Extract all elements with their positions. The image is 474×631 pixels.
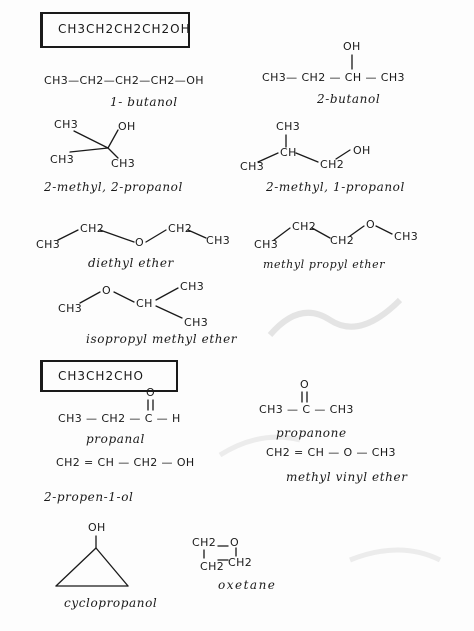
atom-o: O — [366, 218, 376, 231]
atom-ch2: CH2 — [330, 234, 355, 247]
atom-ch3: CH3 — [58, 302, 83, 315]
atom-o: O — [135, 236, 145, 249]
atom-ch2: CH2 — [228, 556, 253, 569]
atom-ch2: CH2 — [200, 560, 225, 573]
atom-ch3: CH3 — [206, 234, 231, 247]
name-cyclopropanol: cyclopropanol — [64, 596, 158, 610]
atom-ch2: CH2 — [292, 220, 317, 233]
atom-oh: OH — [353, 144, 371, 157]
atom-ch3: CH3 — [184, 316, 209, 329]
name-methyl-vinyl-ether: methyl vinyl ether — [286, 470, 408, 484]
atom-oh: OH — [118, 120, 136, 133]
atom-ch3: CH3 — [394, 230, 419, 243]
name-2-butanol: 2-butanol — [317, 92, 381, 106]
atom-ch3-top: CH3 — [276, 120, 301, 133]
atom-o: O — [230, 536, 240, 549]
atom-oh: OH — [88, 521, 106, 534]
structure-methyl-vinyl-ether: CH2 = CH — O — CH3 — [266, 446, 396, 459]
name-2-methyl-2-propanol: 2-methyl, 2-propanol — [44, 180, 183, 194]
atom-ch2: CH2 — [168, 222, 193, 235]
structure-2-butanol: CH3— CH2 — CH — CH3 — [262, 71, 405, 84]
atom-ch3-left: CH3 — [240, 160, 265, 173]
atom-o: O — [102, 284, 112, 297]
name-propanal: propanal — [86, 432, 145, 446]
name-oxetane: oxetane — [218, 578, 277, 592]
name-methyl-propyl-ether: methyl propyl ether — [263, 258, 386, 271]
structure-propanone: CH3 — C — CH3 — [259, 403, 354, 416]
substituent-oh-2-butanol: OH — [343, 40, 361, 53]
atom-ch2: CH2 — [320, 158, 345, 171]
atom-ch3: CH3 — [254, 238, 279, 251]
formula-box-c4h10o — [40, 12, 190, 48]
structure-propanal: CH3 — CH2 — C — H — [58, 412, 181, 425]
structure-2-propen-1-ol: CH2 = CH — CH2 — OH — [56, 456, 195, 469]
formula-header-1: CH3CH2CH2CH2OH — [58, 22, 191, 36]
atom-ch: CH — [280, 146, 297, 159]
formula-box-c3h6o — [40, 360, 178, 392]
atom-ch: CH — [136, 297, 153, 310]
carbonyl-o-propanal: O — [146, 386, 156, 399]
atom-ch3-right: CH3 — [111, 157, 136, 170]
name-1-butanol: 1- butanol — [110, 95, 178, 109]
name-2-propen-1-ol: 2-propen-1-ol — [44, 490, 134, 504]
name-2-methyl-1-propanol: 2-methyl, 1-propanol — [266, 180, 405, 194]
structure-1-butanol: CH3—CH2—CH2—CH2—OH — [44, 74, 204, 87]
formula-header-2: CH3CH2CHO — [58, 369, 144, 383]
atom-ch2: CH2 — [80, 222, 105, 235]
name-isopropyl-methyl-ether: isopropyl methyl ether — [86, 332, 238, 346]
name-diethyl-ether: diethyl ether — [88, 256, 174, 270]
atom-ch3-top: CH3 — [54, 118, 79, 131]
atom-ch3: CH3 — [36, 238, 61, 251]
atom-ch3-left: CH3 — [50, 153, 75, 166]
atom-ch2: CH2 — [192, 536, 217, 549]
name-propanone: propanone — [276, 426, 347, 440]
carbonyl-o-propanone: O — [300, 378, 310, 391]
atom-ch3: CH3 — [180, 280, 205, 293]
